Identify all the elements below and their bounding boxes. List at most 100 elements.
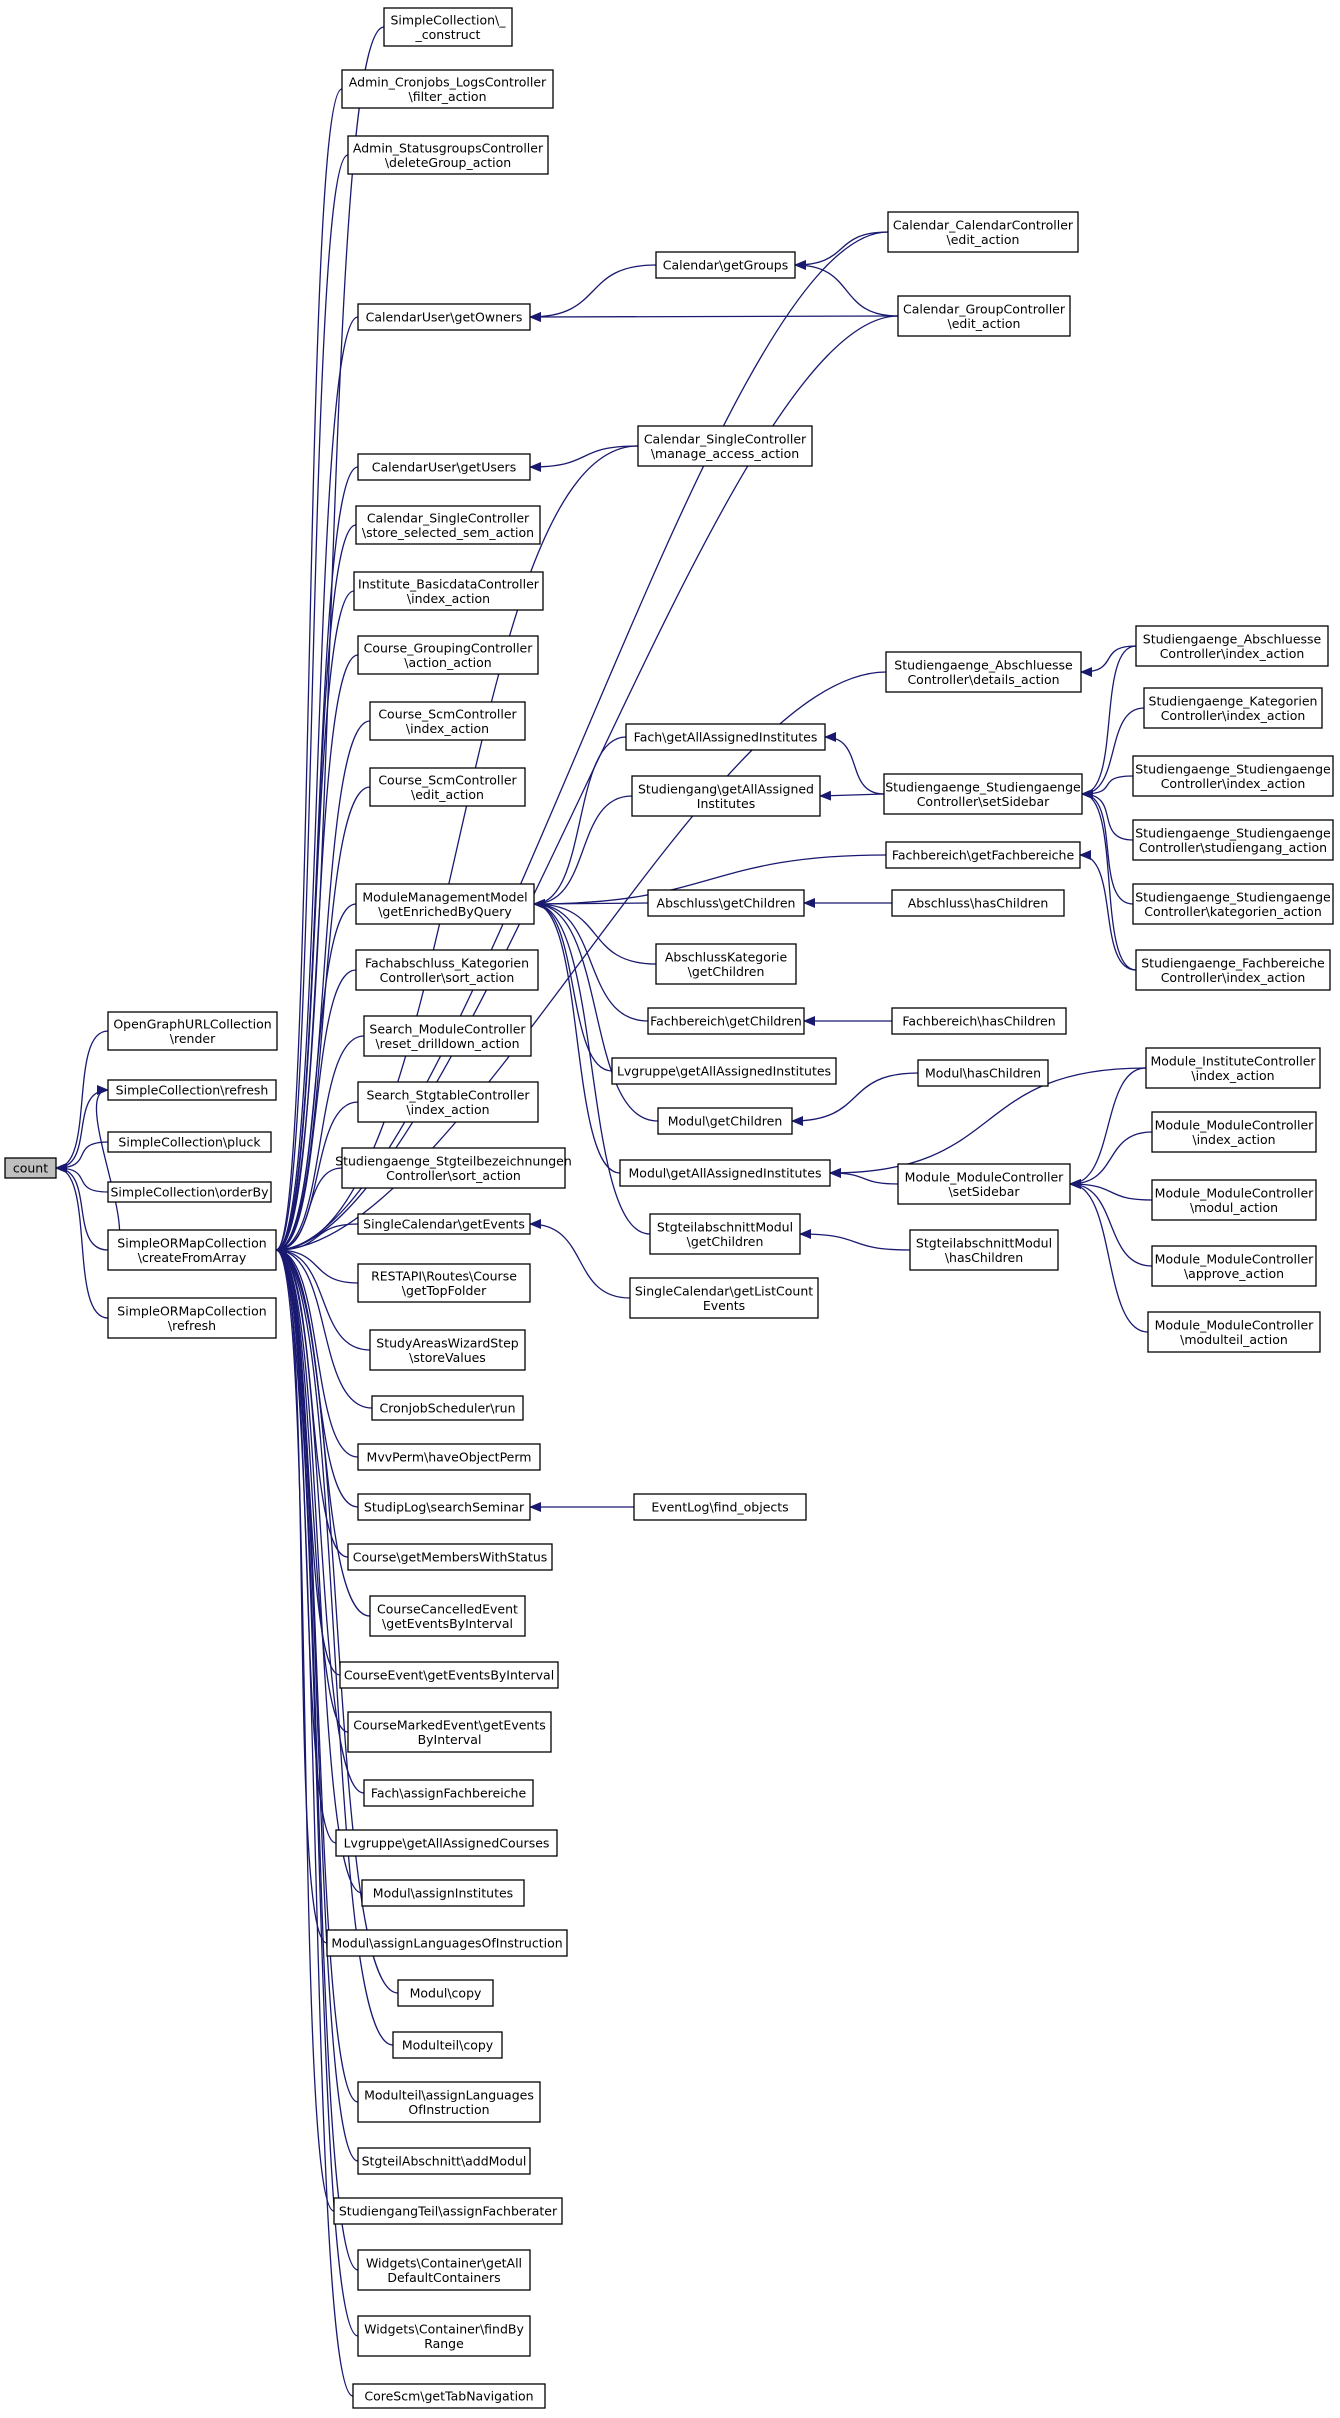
node-abschluss-children[interactable]: Abschluss\getChildren [647, 889, 805, 917]
node-og-render[interactable]: OpenGraphURLCollection\render [107, 1011, 278, 1051]
edge-module_mod_sidebar-to-modul_inst [829, 1168, 899, 1185]
node-lvgruppe-courses[interactable]: Lvgruppe\getAllAssignedCourses [335, 1829, 558, 1857]
node-modul-children[interactable]: Modul\getChildren [657, 1107, 793, 1135]
node-fach-assign-fb[interactable]: Fach\assignFachbereiche [363, 1779, 534, 1807]
node-module-mod-sidebar[interactable]: Module_ModuleController\setSidebar [897, 1163, 1071, 1205]
node-cron-run[interactable]: CronjobScheduler\run [371, 1395, 524, 1421]
node-lvgruppe-inst[interactable]: Lvgruppe\getAllAssignedInstitutes [611, 1057, 837, 1085]
node-sorm-refresh[interactable]: SimpleORMapCollection\refresh [107, 1297, 277, 1339]
node-label-line: EventLog\find_objects [651, 1500, 788, 1515]
node-box [347, 135, 549, 175]
node-singlecal-events[interactable]: SingleCalendar\getEvents [357, 1213, 531, 1235]
node-stud-abschl-details[interactable]: Studiengaenge_AbschluesseController\deta… [885, 651, 1082, 693]
node-modulteil-copy[interactable]: Modulteil\copy [392, 2031, 503, 2059]
node-fachbereich-getfb[interactable]: Fachbereich\getFachbereiche [885, 841, 1081, 869]
node-label-line: CourseMarkedEvent\getEvents [353, 1717, 546, 1732]
node-stud-stud-kategorien[interactable]: Studiengaenge_StudiengaengeController\ka… [1132, 883, 1334, 925]
node-admin-cron[interactable]: Admin_Cronjobs_LogsController\filter_act… [341, 69, 554, 109]
node-stud-stud-studiengang[interactable]: Studiengaenge_StudiengaengeController\st… [1132, 819, 1334, 861]
edge-stud_stgteil_sort-to-sorm_create [275, 1167, 343, 1255]
node-stgteil-fachberater[interactable]: StudiengangTeil\assignFachberater [333, 2197, 563, 2225]
node-search-stgtable[interactable]: Search_StgtableController\index_action [357, 1081, 539, 1123]
node-modul-inst[interactable]: Modul\getAllAssignedInstitutes [619, 1159, 831, 1187]
node-abschlusskat-children[interactable]: AbschlussKategorie\getChildren [655, 943, 797, 985]
node-course-grouping[interactable]: Course_GroupingController\action_action [357, 635, 539, 675]
node-label-line: Studiengaenge_Studiengaenge [885, 779, 1081, 794]
node-inst-basic[interactable]: Institute_BasicdataController\index_acti… [353, 571, 544, 611]
node-search-module[interactable]: Search_ModuleController\reset_drilldown_… [363, 1015, 532, 1057]
node-mvvperm[interactable]: MvvPerm\haveObjectPerm [357, 1443, 541, 1471]
node-eventlog-find[interactable]: EventLog\find_objects [633, 1493, 807, 1521]
node-stgteilab-add[interactable]: StgteilAbschnitt\addModul [357, 2147, 531, 2175]
node-cal-group-edit[interactable]: Calendar_GroupController\edit_action [897, 295, 1071, 337]
node-course-members[interactable]: Course\getMembersWithStatus [347, 1543, 553, 1571]
node-sc-orderby[interactable]: SimpleCollection\orderBy [107, 1181, 272, 1203]
node-box [357, 2249, 531, 2291]
edge-stud_kat_index-to-stud_stud_sidebar [1081, 707, 1145, 799]
node-course-scm-edit[interactable]: Course_ScmController\edit_action [369, 767, 526, 807]
node-modul-assign-lang[interactable]: Modul\assignLanguagesOfInstruction [326, 1929, 568, 1957]
node-box [4, 1157, 57, 1179]
edge-cal_single_manage-to-sorm_create [275, 445, 639, 1255]
node-stud-stgteil-sort[interactable]: Studiengaenge_StgteilbezeichnungenContro… [335, 1147, 572, 1189]
node-stud-fb-index[interactable]: Studiengaenge_FachbereicheController\ind… [1135, 949, 1331, 991]
node-label-line: StgteilabschnittModul [916, 1235, 1052, 1250]
node-stud-kat-index[interactable]: Studiengaenge_KategorienController\index… [1143, 687, 1323, 729]
node-stgteilab-children[interactable]: StgteilabschnittModul\getChildren [649, 1213, 801, 1255]
node-admin-status[interactable]: Admin_StatusgroupsController\deleteGroup… [347, 135, 549, 175]
node-label-line: Search_ModuleController [369, 1021, 526, 1036]
node-box [363, 1779, 534, 1807]
node-studiengang-inst[interactable]: Studiengang\getAllAssignedInstitutes [631, 775, 821, 817]
node-stud-stud-sidebar[interactable]: Studiengaenge_StudiengaengeController\se… [883, 773, 1083, 815]
node-studyareas-store[interactable]: StudyAreasWizardStep\storeValues [369, 1329, 526, 1371]
edge-search_module-to-sorm_create [275, 1035, 365, 1255]
node-cal-single-store[interactable]: Calendar_SingleController\store_selected… [355, 505, 541, 545]
node-corescm-tab[interactable]: CoreScm\getTabNavigation [352, 2383, 546, 2409]
node-box [1151, 1111, 1317, 1153]
node-module-inst-index[interactable]: Module_InstituteController\index_action [1145, 1047, 1321, 1089]
node-course-marked[interactable]: CourseMarkedEvent\getEventsByInterval [347, 1711, 552, 1753]
node-cal-getgroups[interactable]: Calendar\getGroups [655, 251, 796, 279]
node-modul-copy[interactable]: Modul\copy [397, 1979, 494, 2007]
node-fachbereich-children[interactable]: Fachbereich\getChildren [647, 1007, 805, 1035]
node-sc-pluck[interactable]: SimpleCollection\pluck [107, 1131, 272, 1153]
node-course-event-interval[interactable]: CourseEvent\getEventsByInterval [339, 1661, 559, 1689]
node-stud-stud-index[interactable]: Studiengaenge_StudiengaengeController\in… [1132, 755, 1334, 797]
node-course-scm-index[interactable]: Course_ScmController\index_action [369, 701, 526, 741]
node-mmm-enriched[interactable]: ModuleManagementModel\getEnrichedByQuery [355, 883, 535, 925]
node-module-mod-approve[interactable]: Module_ModuleController\approve_action [1151, 1245, 1317, 1287]
node-caluser-owners[interactable]: CalendarUser\getOwners [357, 303, 531, 331]
node-modul-assign-inst[interactable]: Modul\assignInstitutes [361, 1879, 525, 1907]
node-stgteilab-has[interactable]: StgteilabschnittModul\hasChildren [909, 1229, 1059, 1271]
node-caluser-users[interactable]: CalendarUser\getUsers [357, 453, 531, 481]
node-course-cancelled[interactable]: CourseCancelledEvent\getEventsByInterval [369, 1595, 526, 1637]
node-label-line: SimpleORMapCollection [117, 1235, 266, 1250]
node-count[interactable]: count [4, 1157, 57, 1179]
node-module-mod-index[interactable]: Module_ModuleController\index_action [1151, 1111, 1317, 1153]
node-stud-abschl-index[interactable]: Studiengaenge_AbschluesseController\inde… [1135, 625, 1329, 667]
node-cal-single-manage[interactable]: Calendar_SingleController\manage_access_… [637, 425, 813, 467]
node-module-mod-modulteil[interactable]: Module_ModuleController\modulteil_action [1147, 1311, 1321, 1353]
node-modulteil-lang[interactable]: Modulteil\assignLanguagesOfInstruction [357, 2081, 541, 2123]
edge-stud_stud_sidebar-to-fach_inst [824, 732, 885, 795]
node-module-mod-modul[interactable]: Module_ModuleController\modul_action [1151, 1179, 1317, 1221]
node-box [891, 889, 1065, 917]
node-sorm-create[interactable]: SimpleORMapCollection\createFromArray [107, 1229, 277, 1271]
node-fachbereich-has[interactable]: Fachbereich\hasChildren [891, 1007, 1067, 1035]
node-fach-inst[interactable]: Fach\getAllAssignedInstitutes [625, 723, 826, 751]
node-sc-construct[interactable]: SimpleCollection\__construct [383, 7, 513, 47]
node-box [352, 2383, 546, 2409]
node-restapi-topfolder[interactable]: RESTAPI\Routes\Course\getTopFolder [357, 1263, 531, 1303]
node-studiplog-search[interactable]: StudipLog\searchSeminar [357, 1493, 531, 1521]
node-sc-refresh[interactable]: SimpleCollection\refresh [107, 1079, 277, 1101]
node-label-line: \getTopFolder [402, 1283, 487, 1298]
node-label-line: count [13, 1161, 48, 1176]
node-cal-calendar-edit[interactable]: Calendar_CalendarController\edit_action [887, 211, 1079, 253]
node-fachab-sort[interactable]: Fachabschluss_KategorienController\sort_… [355, 949, 539, 991]
node-widgets-default[interactable]: Widgets\Container\getAllDefaultContainer… [357, 2249, 531, 2291]
node-abschluss-has[interactable]: Abschluss\hasChildren [891, 889, 1065, 917]
edge-abschluss_children-to-mmm_enriched [533, 898, 649, 909]
node-modul-has[interactable]: Modul\hasChildren [917, 1059, 1049, 1087]
